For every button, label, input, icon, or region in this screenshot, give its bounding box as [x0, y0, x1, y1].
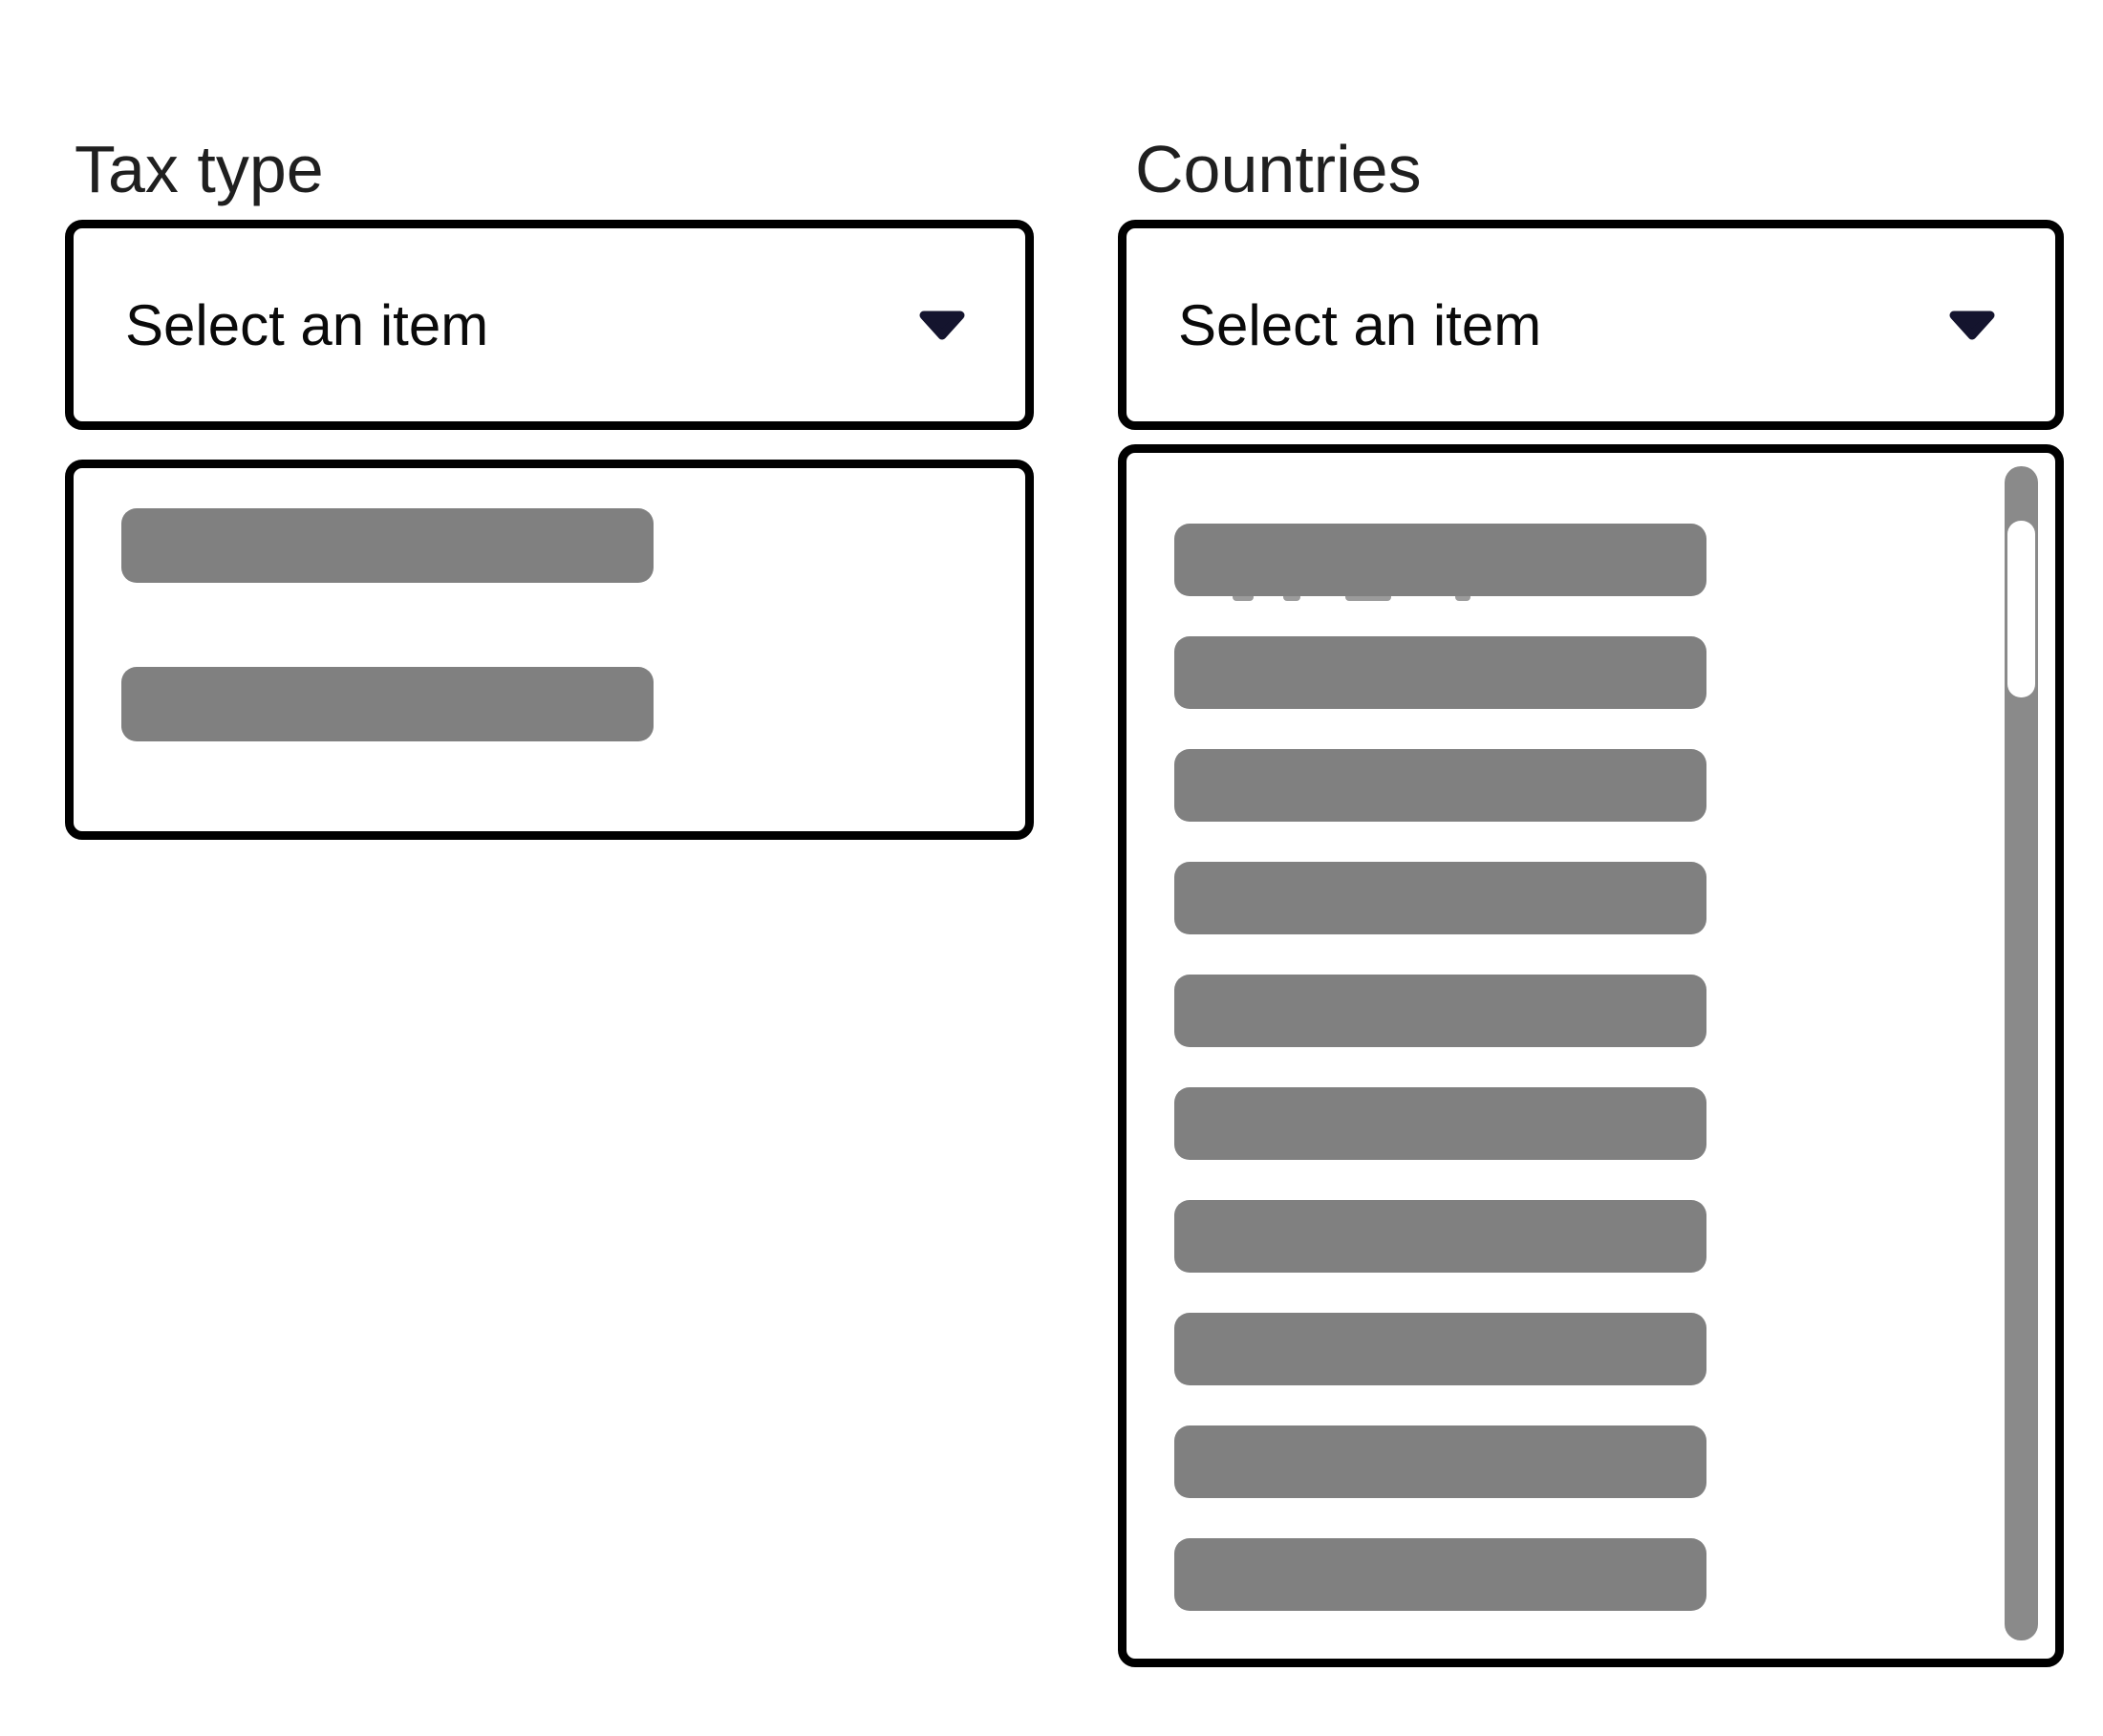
chevron-down-icon [1949, 311, 1995, 340]
option-skeleton[interactable] [1174, 636, 1706, 709]
option-skeleton[interactable] [1174, 1538, 1706, 1611]
option-skeleton[interactable] [121, 667, 654, 741]
tax-type-select-value: Select an item [125, 292, 489, 357]
countries-label: Countries [1135, 132, 1422, 206]
option-skeleton[interactable] [1174, 862, 1706, 934]
redaction-artifact [1345, 592, 1391, 601]
countries-select[interactable]: Select an item [1118, 220, 2064, 430]
option-skeleton[interactable] [1174, 1087, 1706, 1160]
countries-select-value: Select an item [1178, 292, 1542, 357]
option-skeleton[interactable] [1174, 1200, 1706, 1273]
chevron-down-glyph [1949, 311, 1995, 340]
option-skeleton[interactable] [1174, 1425, 1706, 1498]
tax-type-select[interactable]: Select an item [65, 220, 1034, 430]
chevron-down-glyph [919, 311, 965, 340]
option-skeleton[interactable] [1174, 749, 1706, 822]
option-skeleton[interactable] [121, 508, 654, 583]
redaction-artifact [1283, 592, 1300, 601]
option-skeleton[interactable] [1174, 975, 1706, 1047]
scrollbar-track[interactable] [2005, 466, 2038, 1640]
redaction-artifact [1233, 592, 1254, 601]
countries-listbox [1118, 444, 2064, 1667]
option-skeleton[interactable] [1174, 524, 1706, 596]
redaction-artifact [1455, 592, 1470, 601]
chevron-down-icon [919, 311, 965, 340]
scrollbar-thumb[interactable] [2007, 521, 2035, 697]
tax-type-label: Tax type [75, 132, 324, 206]
option-skeleton[interactable] [1174, 1313, 1706, 1385]
tax-type-listbox [65, 460, 1034, 840]
